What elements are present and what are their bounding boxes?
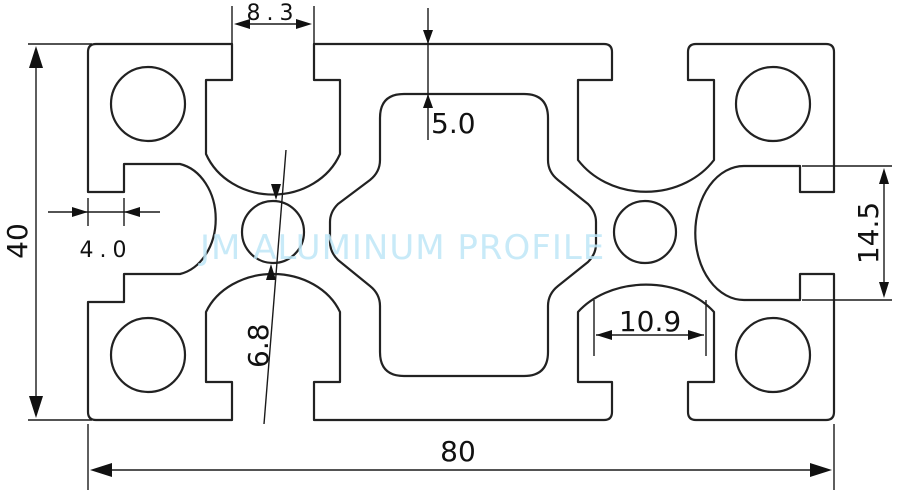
dimension-center-bore: 6.8 (242, 149, 287, 425)
dimension-height-label: 40 (1, 223, 34, 259)
dimension-width-label: 80 (440, 435, 476, 468)
dimension-slot-opening-label: 8.3 (247, 1, 300, 26)
dimension-side-slot-height-label: 14.5 (852, 202, 885, 264)
dimension-side-slot-height: 14.5 (802, 165, 892, 301)
watermark-text: JM ALUMINUM PROFILE (198, 228, 605, 268)
dimension-width: 80 (87, 424, 835, 490)
dimension-slot-depth-label: 4.0 (80, 238, 133, 263)
dimension-chord-width-label: 10.9 (619, 305, 681, 338)
dimension-height: 40 (1, 43, 92, 421)
dimension-wall-thickness-label: 5.0 (431, 107, 476, 140)
corner-hole-top-right (734, 65, 812, 143)
dimension-slot-depth: 4.0 (48, 198, 160, 263)
corner-hole-bottom-right (734, 316, 812, 394)
dimension-center-bore-label: 6.8 (242, 323, 275, 368)
corner-hole-top-left (109, 65, 187, 143)
dimension-chord-width: 10.9 (593, 300, 707, 356)
center-bore-right (612, 199, 678, 265)
center-cavity-outline (328, 92, 598, 378)
corner-hole-bottom-left (109, 316, 187, 394)
dimension-slot-opening: 8.3 (231, 1, 315, 44)
dimension-wall-thickness: 5.0 (423, 8, 476, 140)
center-bore-left (240, 199, 306, 265)
profile-outer-outline (86, 42, 836, 422)
